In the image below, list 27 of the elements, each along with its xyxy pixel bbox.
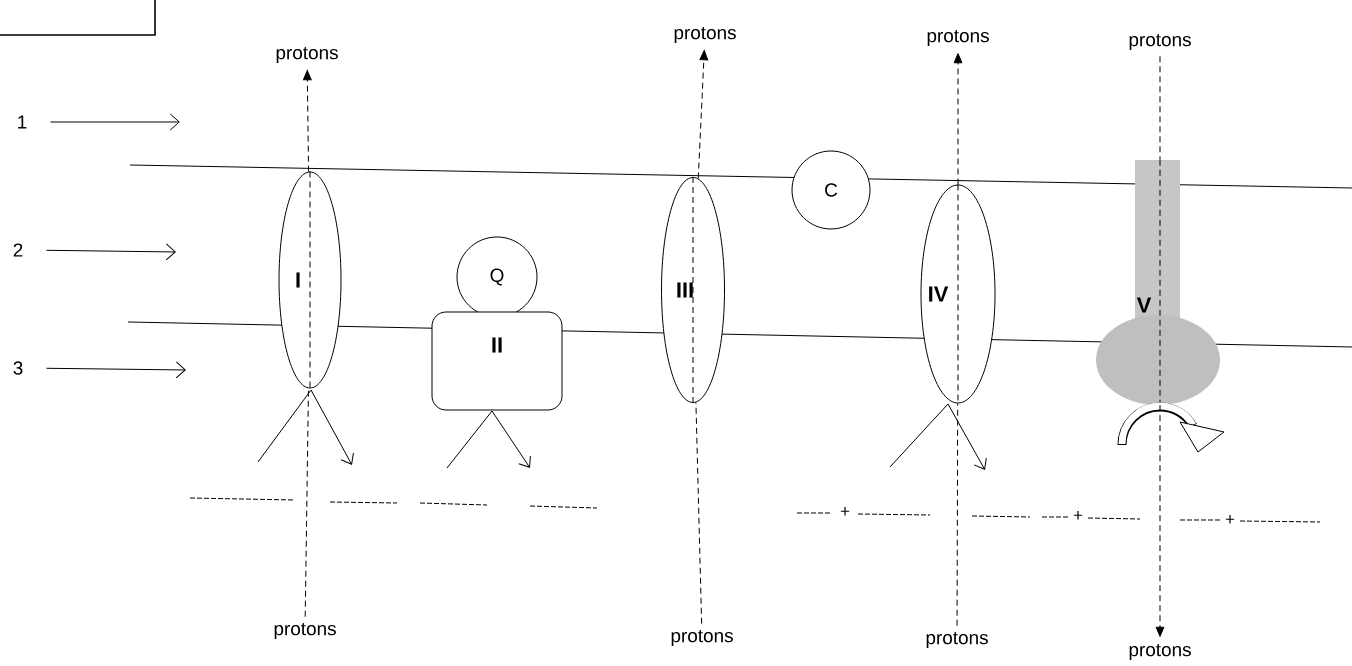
protons-label: protons (276, 46, 338, 64)
protons-label: protons (674, 26, 736, 44)
protons-label: protons (1129, 33, 1191, 51)
proton-arrow (697, 50, 709, 180)
protons-label: protons (926, 631, 988, 649)
pointer-arrow (45, 243, 176, 261)
number-label: 1 (18, 115, 27, 129)
protein-complex: III (661, 176, 725, 404)
plus-sign: + (840, 507, 850, 516)
pointer-arrow (50, 113, 180, 131)
protons-label: protons (274, 622, 336, 640)
protons-label: protons (927, 29, 989, 47)
proton-arrow (1155, 404, 1165, 637)
number-label: 2 (13, 243, 23, 257)
proton-arrow (302, 70, 312, 173)
atp-synthase: V (1096, 159, 1220, 406)
protons-label: protons (1129, 643, 1191, 661)
proton-arrow (953, 53, 963, 185)
protein-complex: II (431, 311, 563, 411)
number-label: 3 (13, 361, 23, 375)
protons-label: protons (671, 629, 733, 647)
node-label: V (1136, 297, 1152, 313)
protein-complex: I (278, 171, 342, 389)
plus-sign: + (1225, 515, 1235, 524)
plus-sign: + (1073, 511, 1083, 520)
protein-complex: IV (920, 184, 996, 404)
pointer-arrow (45, 361, 186, 379)
